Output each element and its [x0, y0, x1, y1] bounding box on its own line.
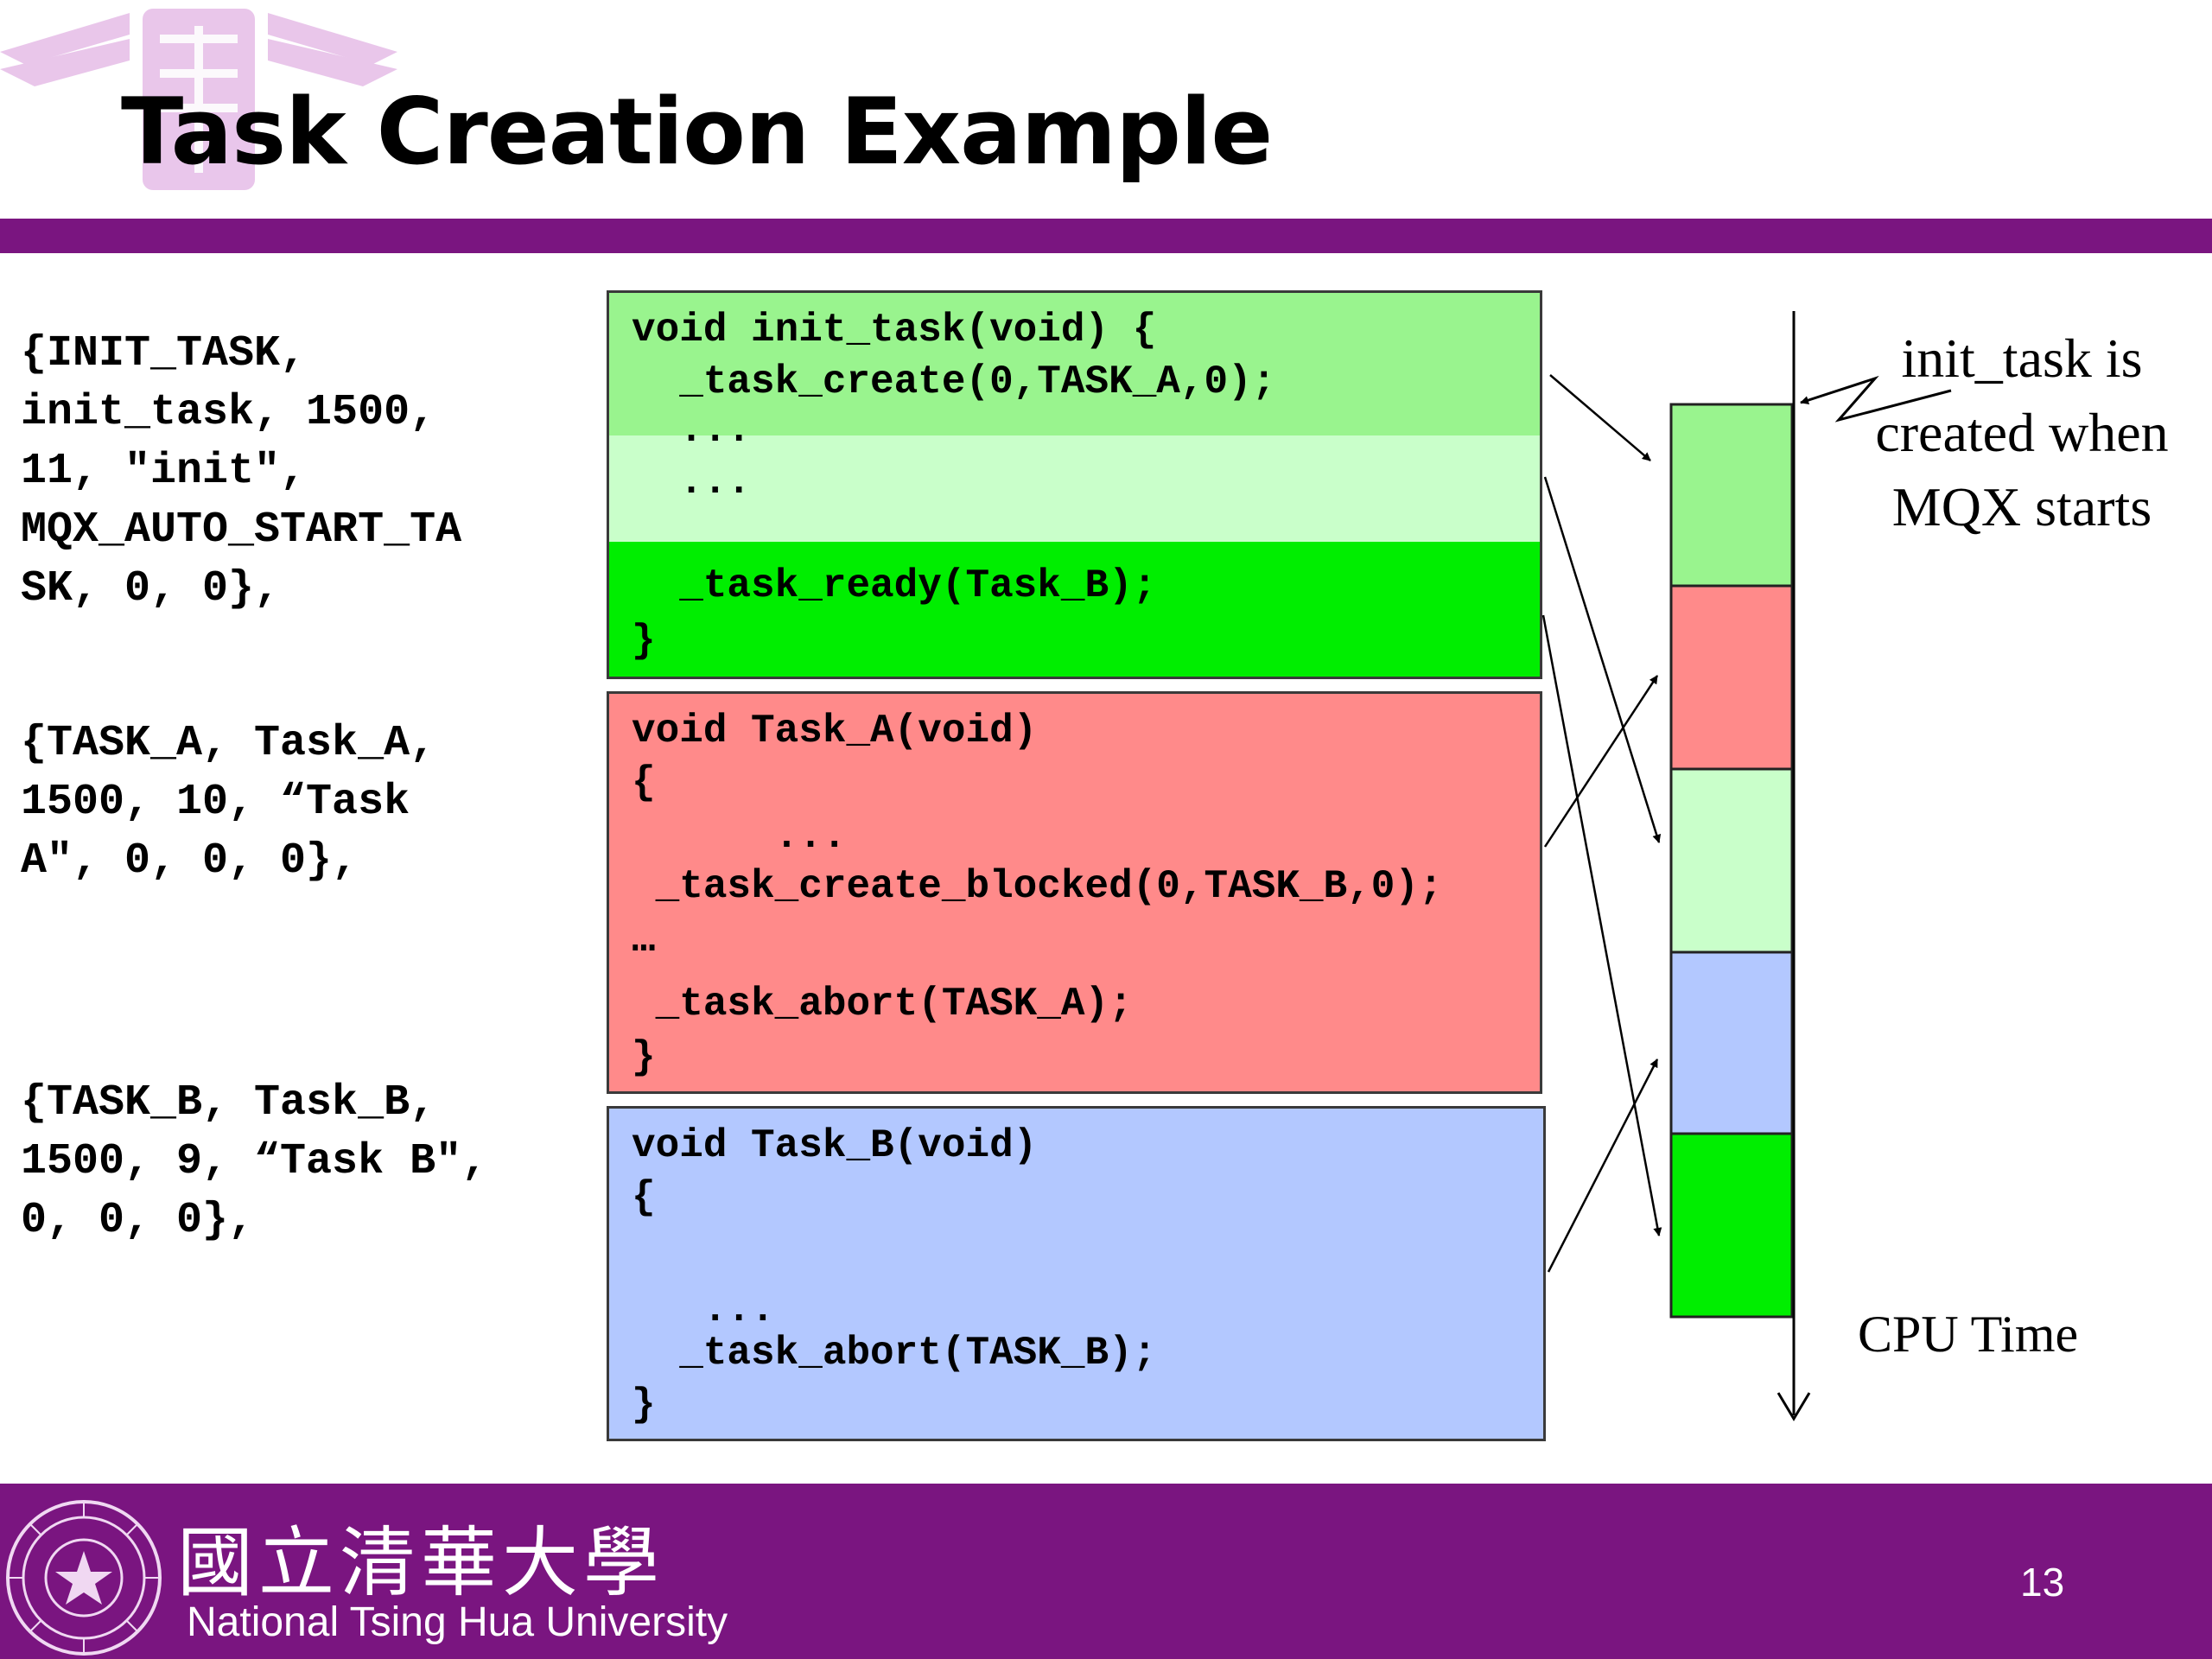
- code-line: }: [632, 1382, 656, 1427]
- code-line: void Task_B(void): [632, 1123, 1038, 1168]
- init-task-part-3: [609, 542, 1540, 677]
- arrow-init-part3-to-timeline: [1541, 614, 1662, 1236]
- init-task-part-1: [609, 293, 1540, 435]
- university-name-chinese: 國立清華大學: [177, 1518, 665, 1607]
- code-line: {: [632, 760, 656, 805]
- code-line: void Task_A(void): [632, 709, 1038, 753]
- timeline-segment-init-1: [1669, 403, 1794, 588]
- code-line: _task_create(0,TASK_A,0);: [632, 359, 1276, 404]
- code-line: _task_ready(Task_B);: [632, 563, 1157, 608]
- arrow-task-a-to-timeline: [1543, 675, 1659, 848]
- university-logo-watermark-icon: [0, 9, 397, 190]
- code-line: ...: [632, 460, 752, 505]
- task-b-template-entry: {TASK_B, Task_B, 1500, 9, “Task B", 0, 0…: [21, 1078, 488, 1245]
- init-task-code-box: void init_task(void) { _task_create(0,TA…: [607, 290, 1542, 679]
- code-line: ...: [632, 408, 752, 453]
- page-number: 13: [2020, 1560, 2065, 1605]
- arrow-init-part2-to-timeline: [1543, 476, 1662, 843]
- code-line: void init_task(void) {: [632, 308, 1157, 353]
- code-line: _task_abort(TASK_A);: [632, 982, 1133, 1027]
- task-b-code-box: void Task_B(void) { ... _task_abort(TASK…: [607, 1106, 1546, 1441]
- code-line: …: [632, 918, 656, 963]
- init-task-template-entry: {INIT_TASK, init_task, 1500, 11, "init",…: [21, 329, 462, 613]
- code-line: ...: [632, 814, 847, 859]
- init-task-note: init_task is created when MQX starts: [1875, 327, 2169, 537]
- code-line: }: [632, 1035, 656, 1080]
- code-line: _task_create_blocked(0,TASK_B,0);: [632, 864, 1443, 909]
- mqx-start-arrow: [1800, 375, 1952, 423]
- arrow-init-part1-to-timeline: [1549, 374, 1651, 461]
- arrow-task-b-to-timeline: [1547, 1058, 1659, 1273]
- university-name-english: National Tsing Hua University: [187, 1599, 728, 1645]
- title-divider-bar: [0, 219, 2212, 253]
- task-a-template-entry: {TASK_A, Task_A, 1500, 10, “Task A", 0, …: [21, 719, 436, 886]
- init-task-part-2: [609, 435, 1540, 542]
- slide-title: Task Creation Example: [121, 79, 1273, 185]
- timeline-segment-task-a: [1669, 584, 1794, 771]
- code-line: }: [632, 619, 656, 664]
- code-line: ...: [632, 1287, 775, 1332]
- university-seal-icon: [6, 1500, 162, 1656]
- cpu-time-label: CPU Time: [1858, 1306, 2079, 1363]
- cpu-time-axis-arrowhead: [1777, 1392, 1811, 1421]
- timeline-segment-task-b: [1669, 950, 1794, 1135]
- task-a-code-box: void Task_A(void) { ... _task_create_blo…: [607, 691, 1542, 1094]
- timeline-segment-init-2: [1669, 767, 1794, 954]
- footer-bar: [0, 1484, 2212, 1659]
- code-line: _task_abort(TASK_B);: [632, 1331, 1157, 1376]
- timeline-segment-init-3: [1669, 1132, 1794, 1319]
- code-line: {: [632, 1175, 656, 1220]
